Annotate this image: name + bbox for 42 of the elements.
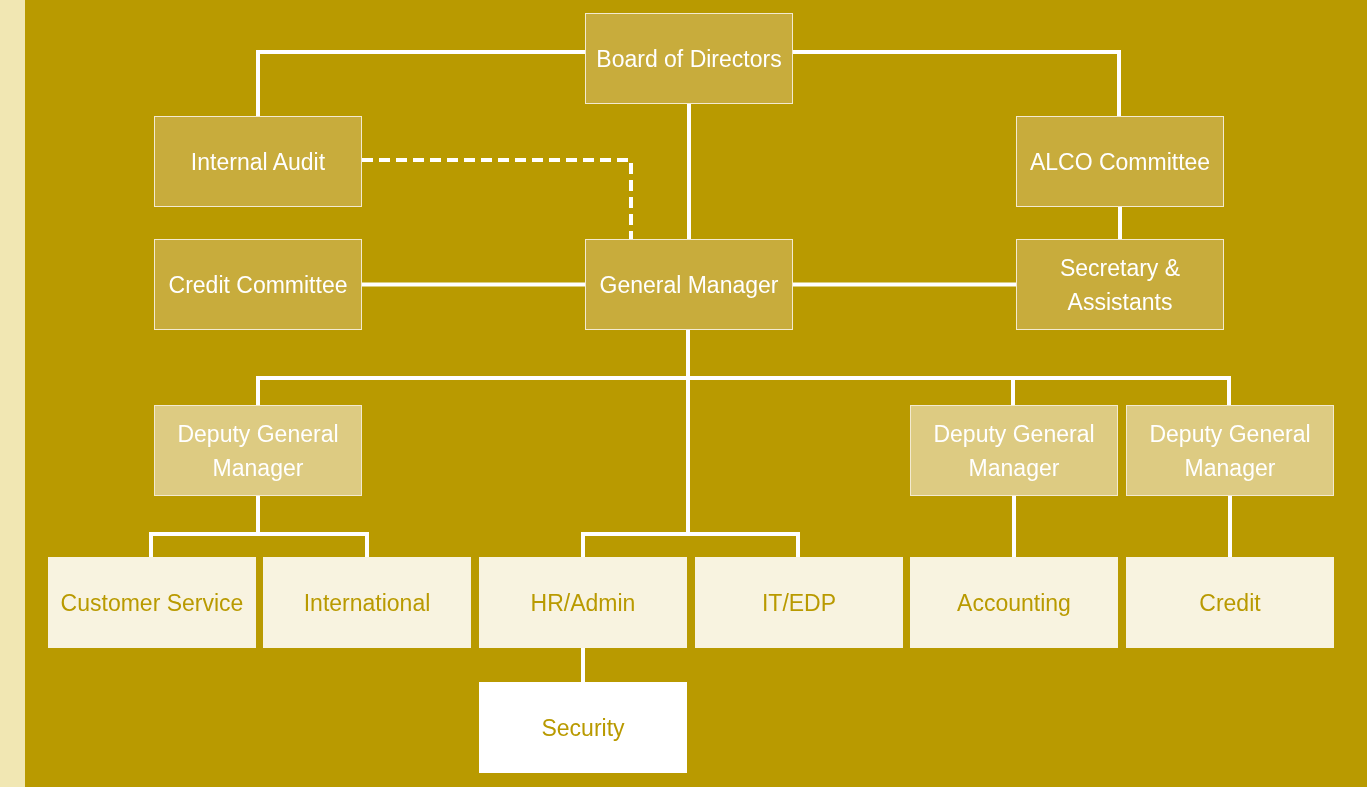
- connector-line: [687, 104, 691, 239]
- dashed-connector: [362, 158, 633, 239]
- connector-line: [581, 648, 585, 682]
- box-label: Internal Audit: [190, 147, 326, 177]
- box-label: Deputy General Manager: [932, 419, 1096, 483]
- connector-line: [362, 282, 585, 287]
- department-box: [479, 682, 687, 773]
- connector-line: [1012, 496, 1016, 557]
- org-box: [154, 116, 362, 207]
- deputy-box: [910, 405, 1118, 496]
- department-box: [48, 557, 256, 648]
- connector-line: [793, 50, 1121, 116]
- org-box: [1016, 116, 1224, 207]
- org-box: [585, 239, 793, 330]
- department-box: [263, 557, 471, 648]
- deputy-box: [154, 405, 362, 496]
- box-label: Deputy General Manager: [1148, 419, 1312, 483]
- box-label: Security: [541, 713, 625, 743]
- org-box: [585, 13, 793, 104]
- department-box: [479, 557, 687, 648]
- department-box: [910, 557, 1118, 648]
- box-label: Secretary & Assistants: [1058, 253, 1182, 317]
- box-label: Board of Directors: [596, 44, 782, 74]
- connector-line: [1118, 207, 1122, 239]
- box-label: Customer Service: [60, 588, 244, 618]
- org-box: [154, 239, 362, 330]
- deputy-box: [1126, 405, 1334, 496]
- department-box: [1126, 557, 1334, 648]
- org-box: [1016, 239, 1224, 330]
- box-label: ALCO Committee: [1029, 147, 1211, 177]
- box-label: Credit Committee: [168, 270, 348, 300]
- box-label: Deputy General Manager: [176, 419, 340, 483]
- box-label: General Manager: [599, 270, 779, 300]
- box-label: Accounting: [957, 588, 1071, 618]
- box-label: HR/Admin: [530, 588, 636, 618]
- box-label: Credit: [1199, 588, 1261, 618]
- department-box: [695, 557, 903, 648]
- box-label: IT/EDP: [761, 588, 837, 618]
- connector-line: [1228, 496, 1232, 557]
- box-label: International: [303, 588, 431, 618]
- connector-line: [256, 50, 585, 116]
- connector-line: [793, 282, 1016, 287]
